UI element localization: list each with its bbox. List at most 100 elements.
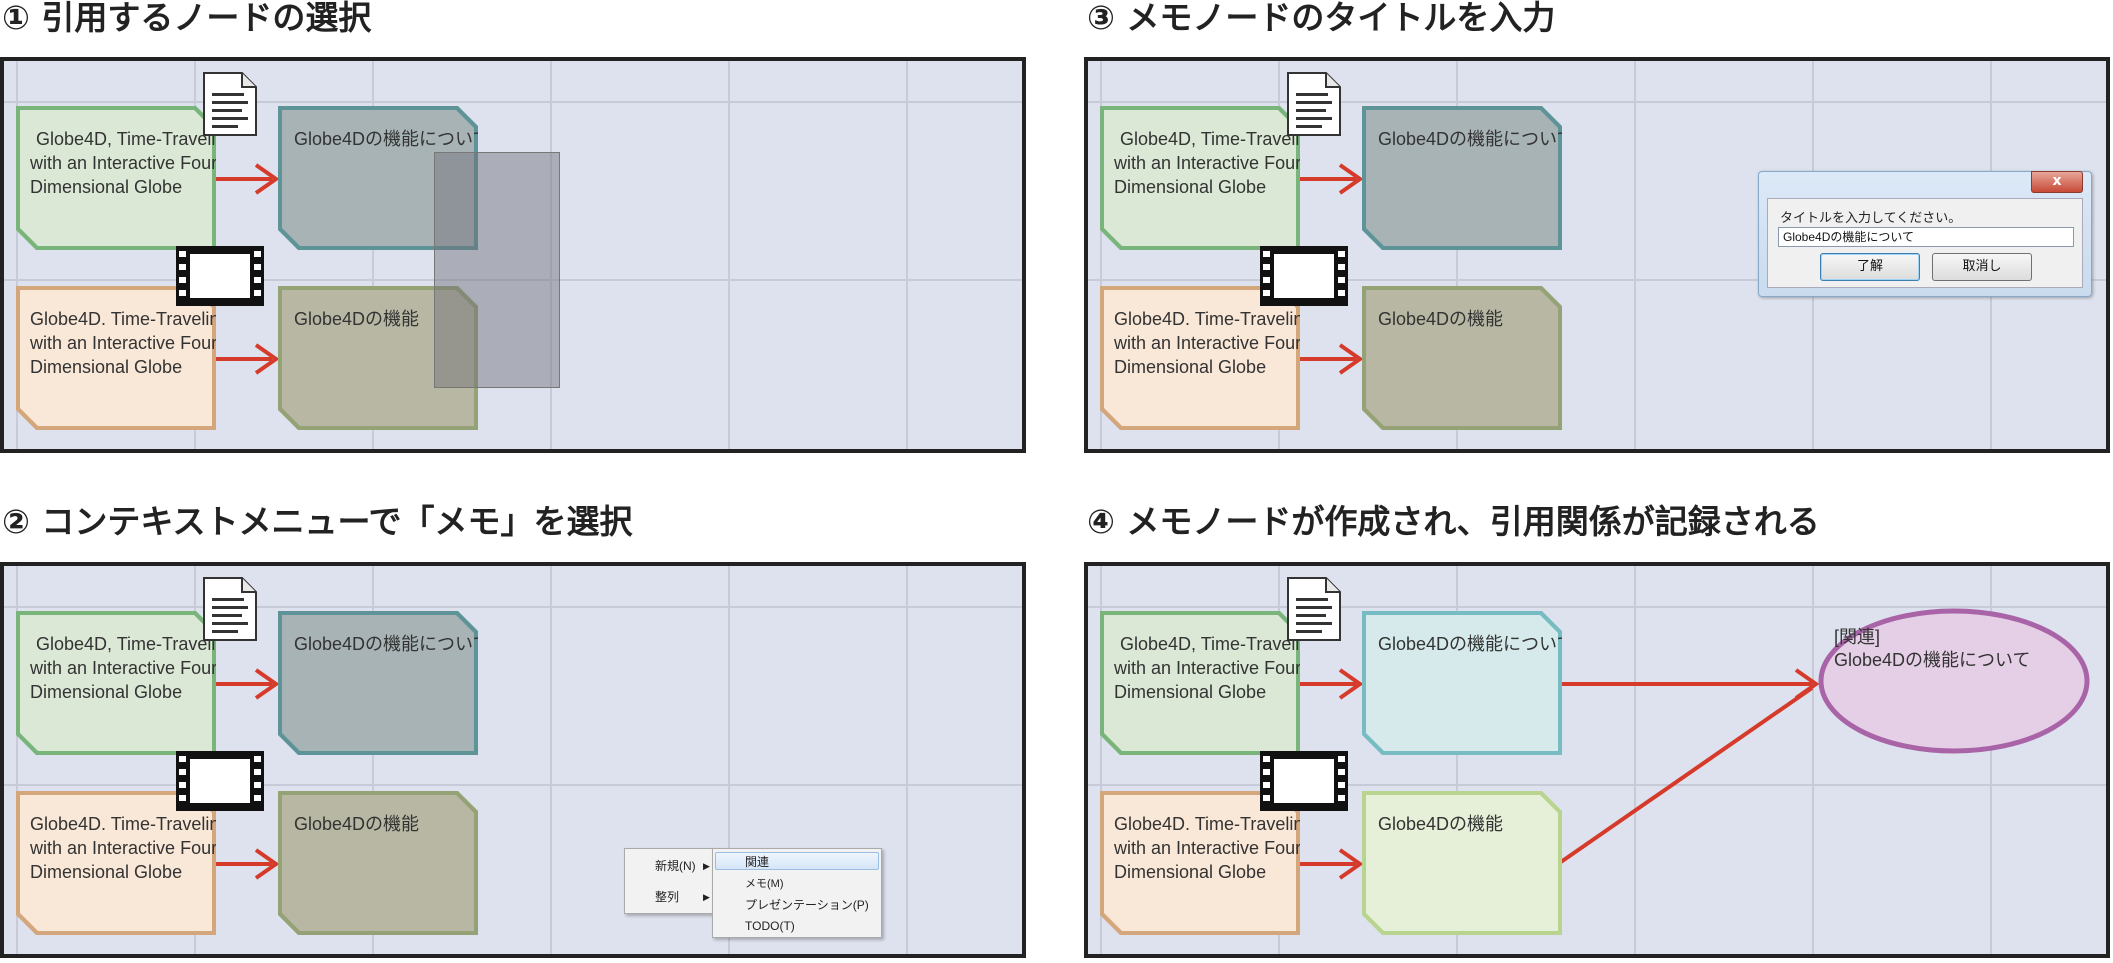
arrow-head <box>1794 668 1820 700</box>
node-line: Dimensional Globe <box>30 682 183 702</box>
connectors <box>214 668 280 880</box>
node-line: Dimensional Globe <box>30 357 183 377</box>
target-node-features-about[interactable]: Globe4Dの機能について <box>1362 106 1562 250</box>
source-video-node[interactable]: Globe4D. Time-Traveling with an Interact… <box>16 286 216 430</box>
node-label: Globe4Dの機能 <box>294 309 420 329</box>
source-video-node[interactable]: Globe4D. Time-Traveling with an Interact… <box>16 791 216 935</box>
node-label: Globe4Dの機能 <box>1378 814 1504 834</box>
arrow-line <box>1556 686 1814 866</box>
memo-ellipse <box>1818 608 2090 754</box>
step-1-title: ① 引用するノードの選択 <box>2 0 372 37</box>
connectors <box>1298 668 1820 880</box>
arrow-head <box>254 668 280 700</box>
title-input[interactable]: Globe4Dの機能について <box>1778 227 2074 247</box>
ok-button[interactable]: 了解 <box>1820 253 1920 281</box>
target-node-features-about[interactable]: Globe4Dの機能について <box>278 106 478 250</box>
arrow-head <box>1338 848 1364 880</box>
menu-item-presentation[interactable]: プレゼンテーション(P) <box>745 898 869 912</box>
context-menu: 新規(N) ▶ 整列 ▶ <box>624 848 718 914</box>
step-2-title: ② コンテキストメニューで「メモ」を選択 <box>2 502 633 541</box>
node-label: Globe4Dの機能 <box>1378 309 1504 329</box>
node-line: Dimensional Globe <box>1114 357 1267 377</box>
node-line: with an Interactive Four- <box>1114 153 1308 173</box>
node-line: with an Interactive Four- <box>30 333 224 353</box>
step-3-title: ③ メモノードのタイトルを入力 <box>1087 0 1556 37</box>
target-node-features[interactable]: Globe4Dの機能 <box>278 791 478 935</box>
film-icon <box>176 751 264 811</box>
node-label: Globe4Dの機能について <box>1378 634 1575 654</box>
node-line: Dimensional Globe <box>1114 862 1267 882</box>
submenu-arrow-icon: ▶ <box>703 861 710 871</box>
node-line: Globe4D. Time-Traveling <box>1114 309 1314 329</box>
menu-highlight <box>715 852 879 870</box>
node-label: Globe4Dの機能について <box>1378 129 1575 149</box>
connectors <box>1298 163 1364 375</box>
document-icon <box>1287 72 1341 136</box>
node-line: Globe4D. Time-Traveling <box>30 814 230 834</box>
menu-item-arrange[interactable]: 整列 <box>655 890 680 904</box>
target-node-features[interactable]: Globe4Dの機能 <box>1362 286 1562 430</box>
cancel-button[interactable]: 取消し <box>1932 253 2032 281</box>
node-line: Globe4D, Time-Traveling <box>1120 129 1320 149</box>
document-icon <box>1287 577 1341 641</box>
node-label: Globe4Dの機能について <box>294 634 491 654</box>
source-video-node[interactable]: Globe4D. Time-Traveling with an Interact… <box>1100 286 1300 430</box>
arrow-head <box>254 848 280 880</box>
submenu: 関連 メモ(M) プレゼンテーション(P) TODO(T) <box>712 848 882 938</box>
document-icon <box>203 577 257 641</box>
target-node-features[interactable]: Globe4Dの機能 <box>278 286 478 430</box>
arrow-head <box>254 343 280 375</box>
menu-item-todo[interactable]: TODO(T) <box>745 919 795 933</box>
connectors <box>214 163 280 375</box>
target-node-features[interactable]: Globe4Dの機能 <box>1362 791 1562 935</box>
source-paper-node[interactable]: Globe4D, Time-Traveling with an Interact… <box>1100 611 1300 755</box>
source-video-node[interactable]: Globe4D. Time-Traveling with an Interact… <box>1100 791 1300 935</box>
menu-item-memo[interactable]: メモ(M) <box>745 878 784 890</box>
node-line: with an Interactive Four- <box>30 658 224 678</box>
menu-item-new[interactable]: 新規(N) <box>655 859 696 873</box>
node-line: Dimensional Globe <box>1114 682 1267 702</box>
memo-node[interactable]: [関連] Globe4Dの機能について <box>1818 608 2090 754</box>
node-line: with an Interactive Four- <box>1114 333 1308 353</box>
submenu-arrow-icon: ▶ <box>703 892 710 902</box>
node-line: with an Interactive Four- <box>1114 658 1308 678</box>
arrow-head <box>254 163 280 195</box>
step-3-panel: Globe4D, Time-Traveling with an Interact… <box>1084 57 2110 453</box>
arrow-head <box>1338 668 1364 700</box>
menu-item-related[interactable]: 関連 <box>745 855 770 869</box>
node-label: Globe4Dの機能 <box>294 814 420 834</box>
dialog-prompt: タイトルを入力してください。 <box>1780 210 1962 225</box>
arrow-head <box>1338 343 1364 375</box>
title-input-dialog: x タイトルを入力してください。 Globe4Dの機能について 了解 取消し <box>1758 171 2092 297</box>
document-icon <box>203 72 257 136</box>
step-4-panel: Globe4D, Time-Traveling with an Interact… <box>1084 562 2110 958</box>
memo-tag: [関連] <box>1834 627 1881 647</box>
memo-title: Globe4Dの機能について <box>1834 650 2031 670</box>
step-1-panel: Globe4D, Time-Traveling with an Interact… <box>0 57 1026 453</box>
target-node-features-about[interactable]: Globe4Dの機能について <box>1362 611 1562 755</box>
step-4-title: ④ メモノードが作成され、引用関係が記録される <box>1087 502 1820 541</box>
film-icon <box>176 246 264 306</box>
target-node-features-about[interactable]: Globe4Dの機能について <box>278 611 478 755</box>
film-icon <box>1260 751 1348 811</box>
step-2-panel: Globe4D, Time-Traveling with an Interact… <box>0 562 1026 958</box>
node-line: Globe4D. Time-Traveling <box>30 309 230 329</box>
node-line: with an Interactive Four- <box>1114 838 1308 858</box>
arrow-head <box>1338 163 1364 195</box>
node-line: Dimensional Globe <box>30 177 183 197</box>
node-line: Globe4D, Time-Traveling <box>36 129 236 149</box>
film-icon <box>1260 246 1348 306</box>
node-line: with an Interactive Four- <box>30 838 224 858</box>
source-paper-node[interactable]: Globe4D, Time-Traveling with an Interact… <box>1100 106 1300 250</box>
node-line: Globe4D, Time-Traveling <box>1120 634 1320 654</box>
node-line: Globe4D. Time-Traveling <box>1114 814 1314 834</box>
source-paper-node[interactable]: Globe4D, Time-Traveling with an Interact… <box>16 106 216 250</box>
source-paper-node[interactable]: Globe4D, Time-Traveling with an Interact… <box>16 611 216 755</box>
selection-rectangle <box>434 152 560 388</box>
node-line: Dimensional Globe <box>30 862 183 882</box>
dialog-body: タイトルを入力してください。 Globe4Dの機能について 了解 取消し <box>1767 198 2083 288</box>
node-label: Globe4Dの機能について <box>294 129 491 149</box>
node-line: with an Interactive Four- <box>30 153 224 173</box>
close-button[interactable]: x <box>2031 171 2083 193</box>
node-line: Globe4D, Time-Traveling <box>36 634 236 654</box>
